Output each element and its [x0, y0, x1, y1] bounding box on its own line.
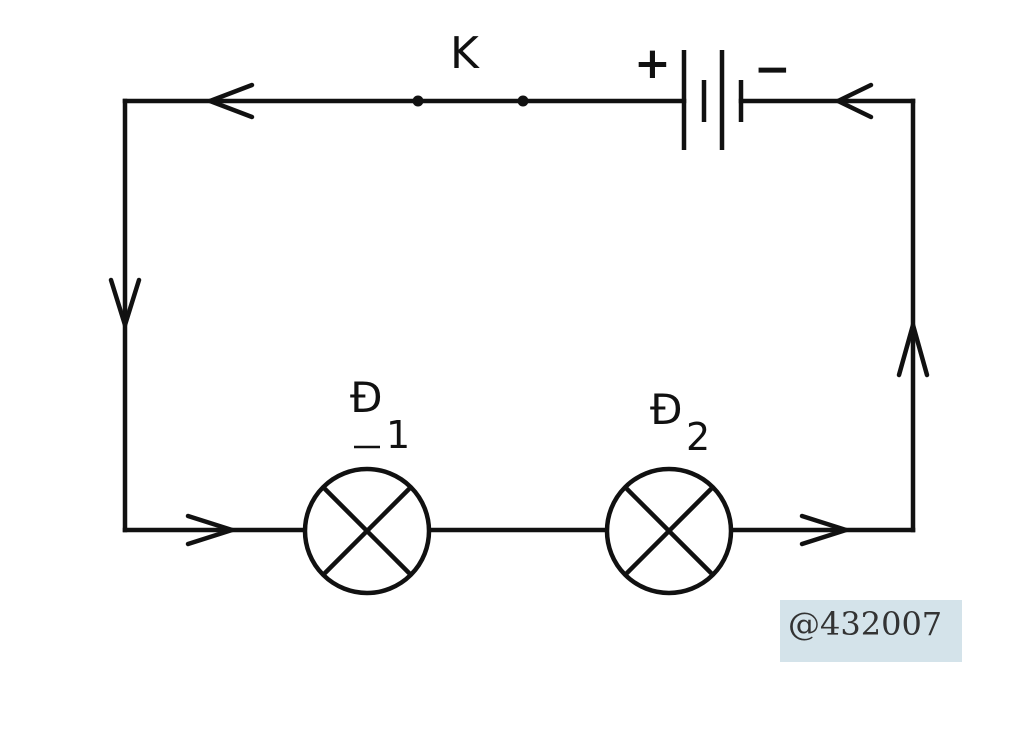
- battery: [681, 50, 744, 150]
- arrow-left-down: [108, 277, 142, 328]
- watermark-text: @432007: [788, 605, 943, 643]
- switch-label: K: [450, 28, 480, 79]
- arrow-top-right: [835, 82, 874, 120]
- lamp-2-label: Đ: [650, 385, 683, 434]
- watermark-box: [780, 600, 962, 662]
- lamp-2-cross-b: [623, 485, 715, 577]
- lamp-1-subscript: 1: [386, 413, 410, 457]
- arrow-bottom-left: [185, 513, 235, 547]
- lamp-1: [302, 466, 432, 596]
- lamp-2-subscript: 2: [686, 415, 710, 459]
- arrow-top-left: [207, 82, 255, 120]
- lamp-1-cross-b: [321, 485, 413, 577]
- battery-negative-label: −: [754, 44, 791, 95]
- battery-positive-label: +: [634, 38, 671, 89]
- lamp-1-label: Đ: [350, 373, 383, 422]
- lamp-2: [604, 466, 734, 596]
- arrow-right-up: [896, 322, 930, 378]
- arrow-bottom-right: [799, 513, 849, 547]
